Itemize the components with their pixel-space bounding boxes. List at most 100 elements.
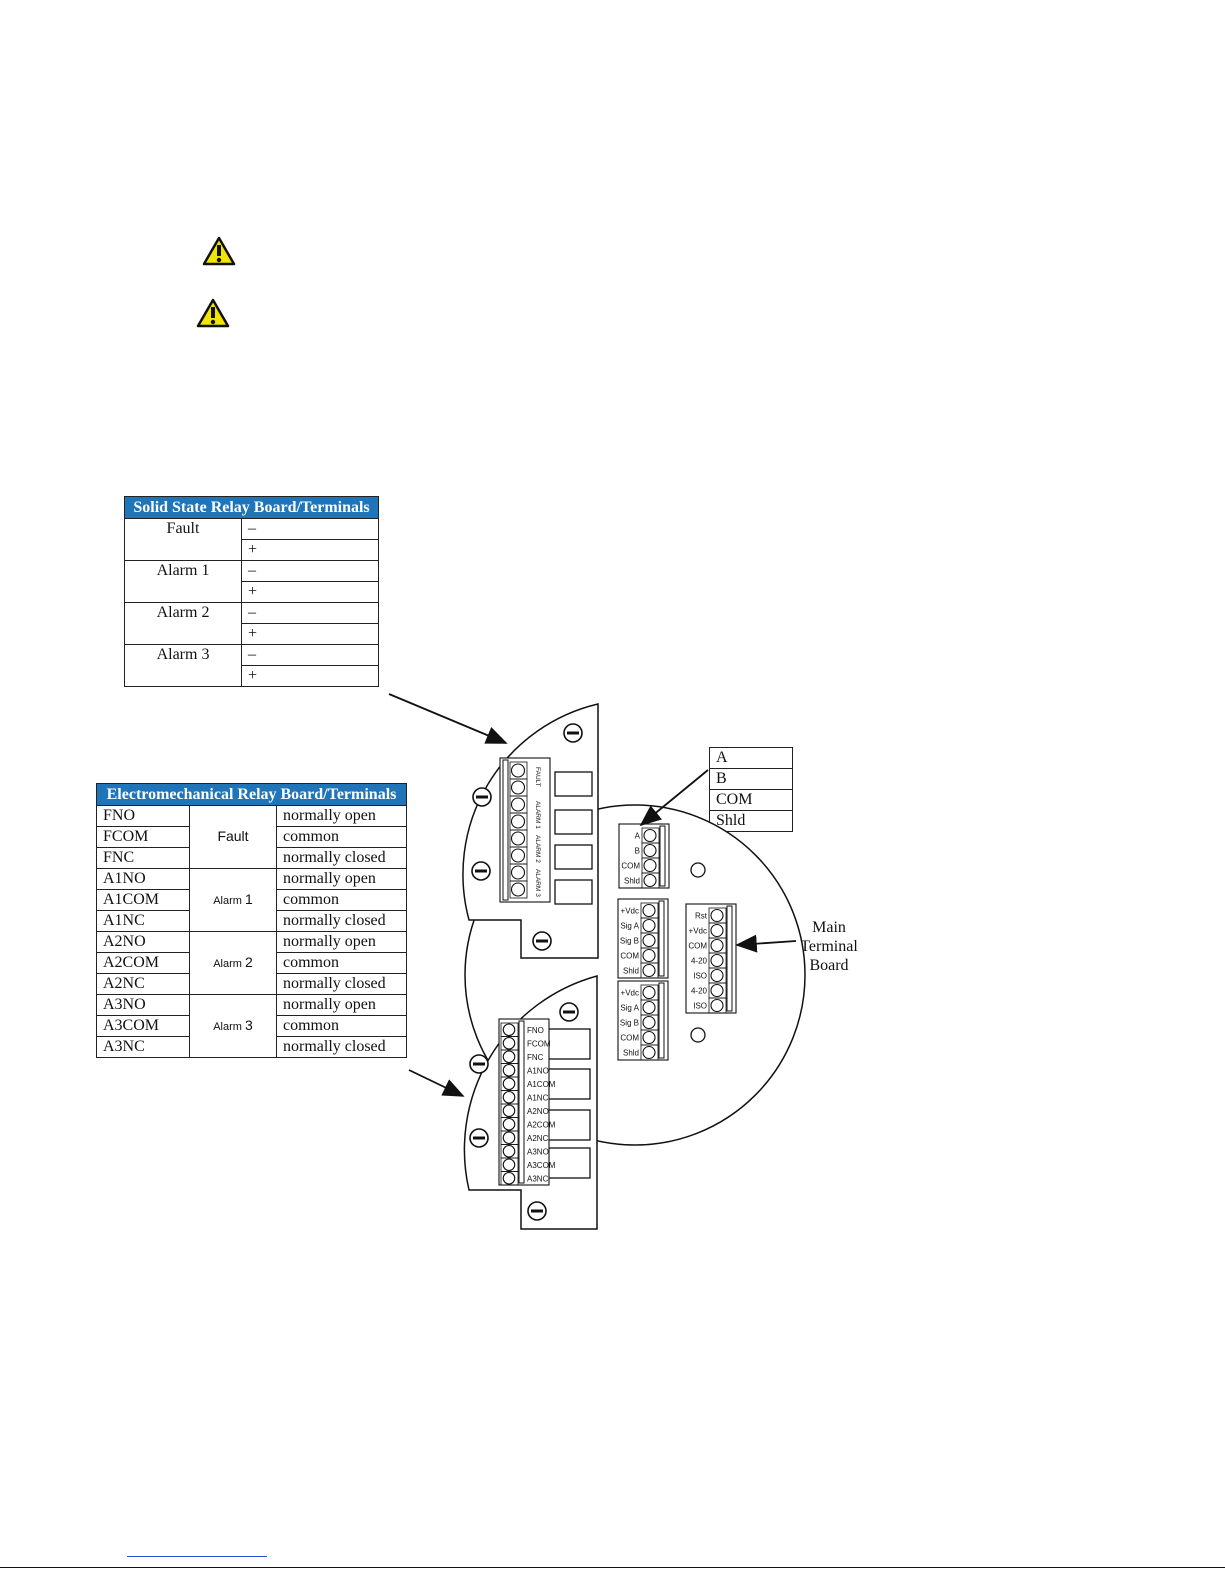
terminal-screw-icon bbox=[642, 1000, 656, 1015]
relay bbox=[554, 771, 593, 905]
terminal-screw-icon bbox=[510, 763, 526, 778]
warning-icon bbox=[202, 236, 236, 266]
electromechanical-relay-table: Electromechanical Relay Board/Terminals … bbox=[96, 783, 407, 1058]
terminal-screw-icon bbox=[643, 828, 657, 843]
terminal-screw-icon bbox=[643, 858, 657, 873]
terminal-pin-label: Shld bbox=[623, 1049, 639, 1058]
terminal-cell bbox=[640, 962, 659, 979]
terminal-screw-icon bbox=[643, 873, 657, 888]
arrow-solid-state bbox=[388, 693, 508, 744]
terminal-screw-icon bbox=[502, 1036, 516, 1050]
terminal-plus: + bbox=[241, 665, 379, 687]
terminal-screw-icon bbox=[502, 1023, 516, 1037]
terminal-pin-label: Shld bbox=[623, 967, 639, 976]
terminal-tab bbox=[658, 982, 665, 1059]
alarm3-group: Alarm 3 bbox=[124, 644, 242, 687]
terminal-code: FNC bbox=[96, 847, 190, 869]
terminal-tab bbox=[518, 1020, 525, 1184]
terminal-pin-label: Sig B bbox=[620, 937, 639, 946]
terminal-tab bbox=[659, 825, 666, 887]
terminal-pin-label: A3COM bbox=[527, 1161, 556, 1170]
terminal-pin-label: A2COM bbox=[527, 1120, 556, 1129]
terminal-screw-icon bbox=[642, 948, 656, 963]
terminal-screw-icon bbox=[510, 797, 526, 812]
fault-group: Fault bbox=[124, 518, 242, 561]
terminal-pin-label: A1COM bbox=[527, 1080, 556, 1089]
footer-rule bbox=[0, 1567, 1225, 1568]
comm-label: Shld bbox=[709, 810, 793, 832]
terminal-pin-label: +Vdc bbox=[621, 989, 639, 998]
terminal-pin-label: +Vdc bbox=[689, 927, 707, 936]
terminal-screw-icon bbox=[710, 938, 724, 953]
terminal-screw-icon bbox=[710, 983, 724, 998]
terminal-pin-label: Shld bbox=[624, 877, 640, 886]
terminal-pin-label: A bbox=[635, 832, 641, 841]
terminal-code: A2COM bbox=[96, 952, 190, 974]
terminal-screw-icon bbox=[642, 933, 656, 948]
electromech-terminal-block: FNOFCOMFNCA1NOA1COMA1NCA2NOA2COMA2NCA3NO… bbox=[498, 1018, 556, 1186]
alarm2-group: Alarm 2 bbox=[189, 931, 277, 995]
terminal-screw-icon bbox=[642, 918, 656, 933]
terminal-screw-icon bbox=[502, 1158, 516, 1172]
terminal-cell bbox=[640, 1044, 659, 1061]
terminal-pin-label: Sig B bbox=[620, 1019, 639, 1028]
table-title: Solid State Relay Board/Terminals bbox=[124, 496, 379, 519]
terminal-desc: normally closed bbox=[276, 1036, 407, 1058]
terminal-desc: normally closed bbox=[276, 847, 407, 869]
arrow-main-board bbox=[735, 934, 797, 953]
terminal-screw-icon bbox=[502, 1063, 516, 1077]
terminal-code: A3NC bbox=[96, 1036, 190, 1058]
terminal-screw-icon bbox=[642, 1030, 656, 1045]
alarm1-group: Alarm 1 bbox=[124, 560, 242, 603]
terminal-code: A1NC bbox=[96, 910, 190, 932]
terminal-screw-icon bbox=[710, 968, 724, 983]
terminal-pin-label: Rst bbox=[695, 912, 708, 921]
terminal-pin-label: 4-20 bbox=[691, 987, 708, 996]
terminal-desc: normally closed bbox=[276, 910, 407, 932]
terminal-pin-label: ALARM 2 bbox=[534, 835, 541, 863]
terminal-screw-icon bbox=[642, 985, 656, 1000]
terminal-screw-icon bbox=[643, 843, 657, 858]
terminal-pin-label: FNO bbox=[527, 1026, 544, 1035]
terminal-screw-icon bbox=[510, 882, 526, 897]
terminal-pin-label: B bbox=[635, 847, 640, 856]
terminal-screw-icon bbox=[510, 831, 526, 846]
footer-link-underline[interactable] bbox=[127, 1556, 267, 1557]
comm-terminal-block: AB COM Shld bbox=[618, 823, 670, 889]
terminal-screw-icon bbox=[642, 963, 656, 978]
terminal-screw-icon bbox=[502, 1104, 516, 1118]
terminal-pin-label: COM bbox=[620, 952, 639, 961]
table-title: Electromechanical Relay Board/Terminals bbox=[96, 783, 407, 806]
terminal-pin-label: A1NO bbox=[527, 1066, 549, 1075]
screw-icon bbox=[469, 723, 583, 1221]
terminal-screw-icon bbox=[642, 903, 656, 918]
terminal-tab bbox=[726, 905, 733, 1012]
terminal-pin-label: ISO bbox=[693, 1002, 707, 1011]
terminal-screw-icon bbox=[642, 1015, 656, 1030]
terminal-screw-icon bbox=[510, 814, 526, 829]
terminal-screw-icon bbox=[710, 953, 724, 968]
terminal-tab bbox=[658, 900, 665, 977]
terminal-screw-icon bbox=[502, 1144, 516, 1158]
terminal-tab bbox=[502, 759, 509, 901]
warning-icon bbox=[196, 298, 230, 328]
terminal-cell bbox=[708, 997, 727, 1014]
terminal-pin-label: COM bbox=[621, 862, 640, 871]
comm-terminal-table: A B COM Shld bbox=[709, 747, 793, 832]
terminal-pin-label: Sig A bbox=[620, 1004, 639, 1013]
terminal-screw-icon bbox=[510, 865, 526, 880]
terminal-screw-icon bbox=[502, 1077, 516, 1091]
terminal-pin-label: ALARM 1 bbox=[534, 801, 541, 829]
terminal-screw-icon bbox=[510, 848, 526, 863]
solid-state-relay-table: Solid State Relay Board/Terminals Fault … bbox=[124, 496, 379, 687]
terminal-cell bbox=[500, 1171, 519, 1186]
terminal-pin-label: FNC bbox=[527, 1053, 544, 1062]
terminal-pin-label: FAULT bbox=[534, 767, 541, 787]
terminal-screw-icon bbox=[510, 780, 526, 795]
terminal-pin-label: COM bbox=[688, 942, 707, 951]
arrow-comm bbox=[639, 769, 709, 827]
